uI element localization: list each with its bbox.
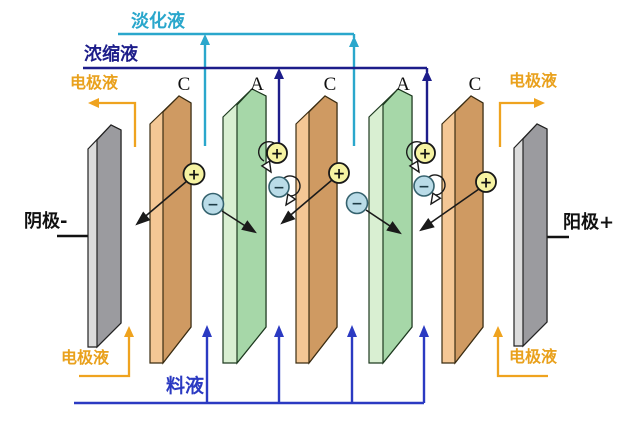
anion-sign: − bbox=[418, 179, 430, 195]
cathode-plate bbox=[87, 124, 122, 349]
feed-flow-lines bbox=[74, 335, 426, 405]
ion-bounce-arcs bbox=[258, 141, 446, 207]
membrane-letter-c3: C bbox=[468, 74, 482, 95]
cation-membrane-2 bbox=[295, 95, 338, 365]
electrode-liquid-label-top-right: 电极液 bbox=[509, 71, 558, 90]
anion-sign: − bbox=[273, 180, 285, 196]
cation-sign: + bbox=[419, 145, 432, 163]
cation-circles bbox=[182, 142, 497, 193]
cation-membrane-3 bbox=[441, 95, 484, 365]
anode-plate bbox=[513, 123, 548, 348]
electrode-liquid-label-top-left: 电极液 bbox=[70, 73, 119, 92]
dilute-flow-arrowheads bbox=[200, 34, 359, 47]
cation-membrane-1 bbox=[149, 95, 192, 365]
electrode-liquid-lines bbox=[79, 101, 548, 378]
anion-sign: − bbox=[351, 196, 363, 212]
membrane-letter-c1: C bbox=[177, 74, 191, 95]
cation-sign: + bbox=[271, 145, 284, 163]
feed-stream-label: 料液 bbox=[166, 375, 205, 397]
anion-circles bbox=[201, 175, 435, 216]
cathode-label: 阴极- bbox=[24, 211, 68, 232]
anode-label: 阳极+ bbox=[563, 212, 615, 233]
concentrate-stream-label: 浓缩液 bbox=[84, 44, 138, 65]
electrode-liquid-arrowheads bbox=[88, 98, 545, 337]
concentrate-flow-arrowheads bbox=[274, 68, 432, 81]
ion-migration-arrows bbox=[135, 179, 480, 235]
cation-sign: + bbox=[480, 174, 493, 192]
dilute-stream-label: 淡化液 bbox=[131, 11, 185, 32]
membrane-letter-a1: A bbox=[250, 74, 264, 95]
membrane-letter-a2: A bbox=[396, 74, 410, 95]
electrode-liquid-label-bottom-left: 电极液 bbox=[61, 348, 110, 367]
feed-flow-arrowheads bbox=[202, 325, 429, 337]
electrode-liquid-label-bottom-right: 电极液 bbox=[509, 347, 558, 366]
anion-sign: − bbox=[207, 197, 219, 213]
membrane-letter-c2: C bbox=[323, 74, 337, 95]
cation-sign: + bbox=[188, 166, 201, 184]
cation-sign: + bbox=[333, 165, 346, 183]
